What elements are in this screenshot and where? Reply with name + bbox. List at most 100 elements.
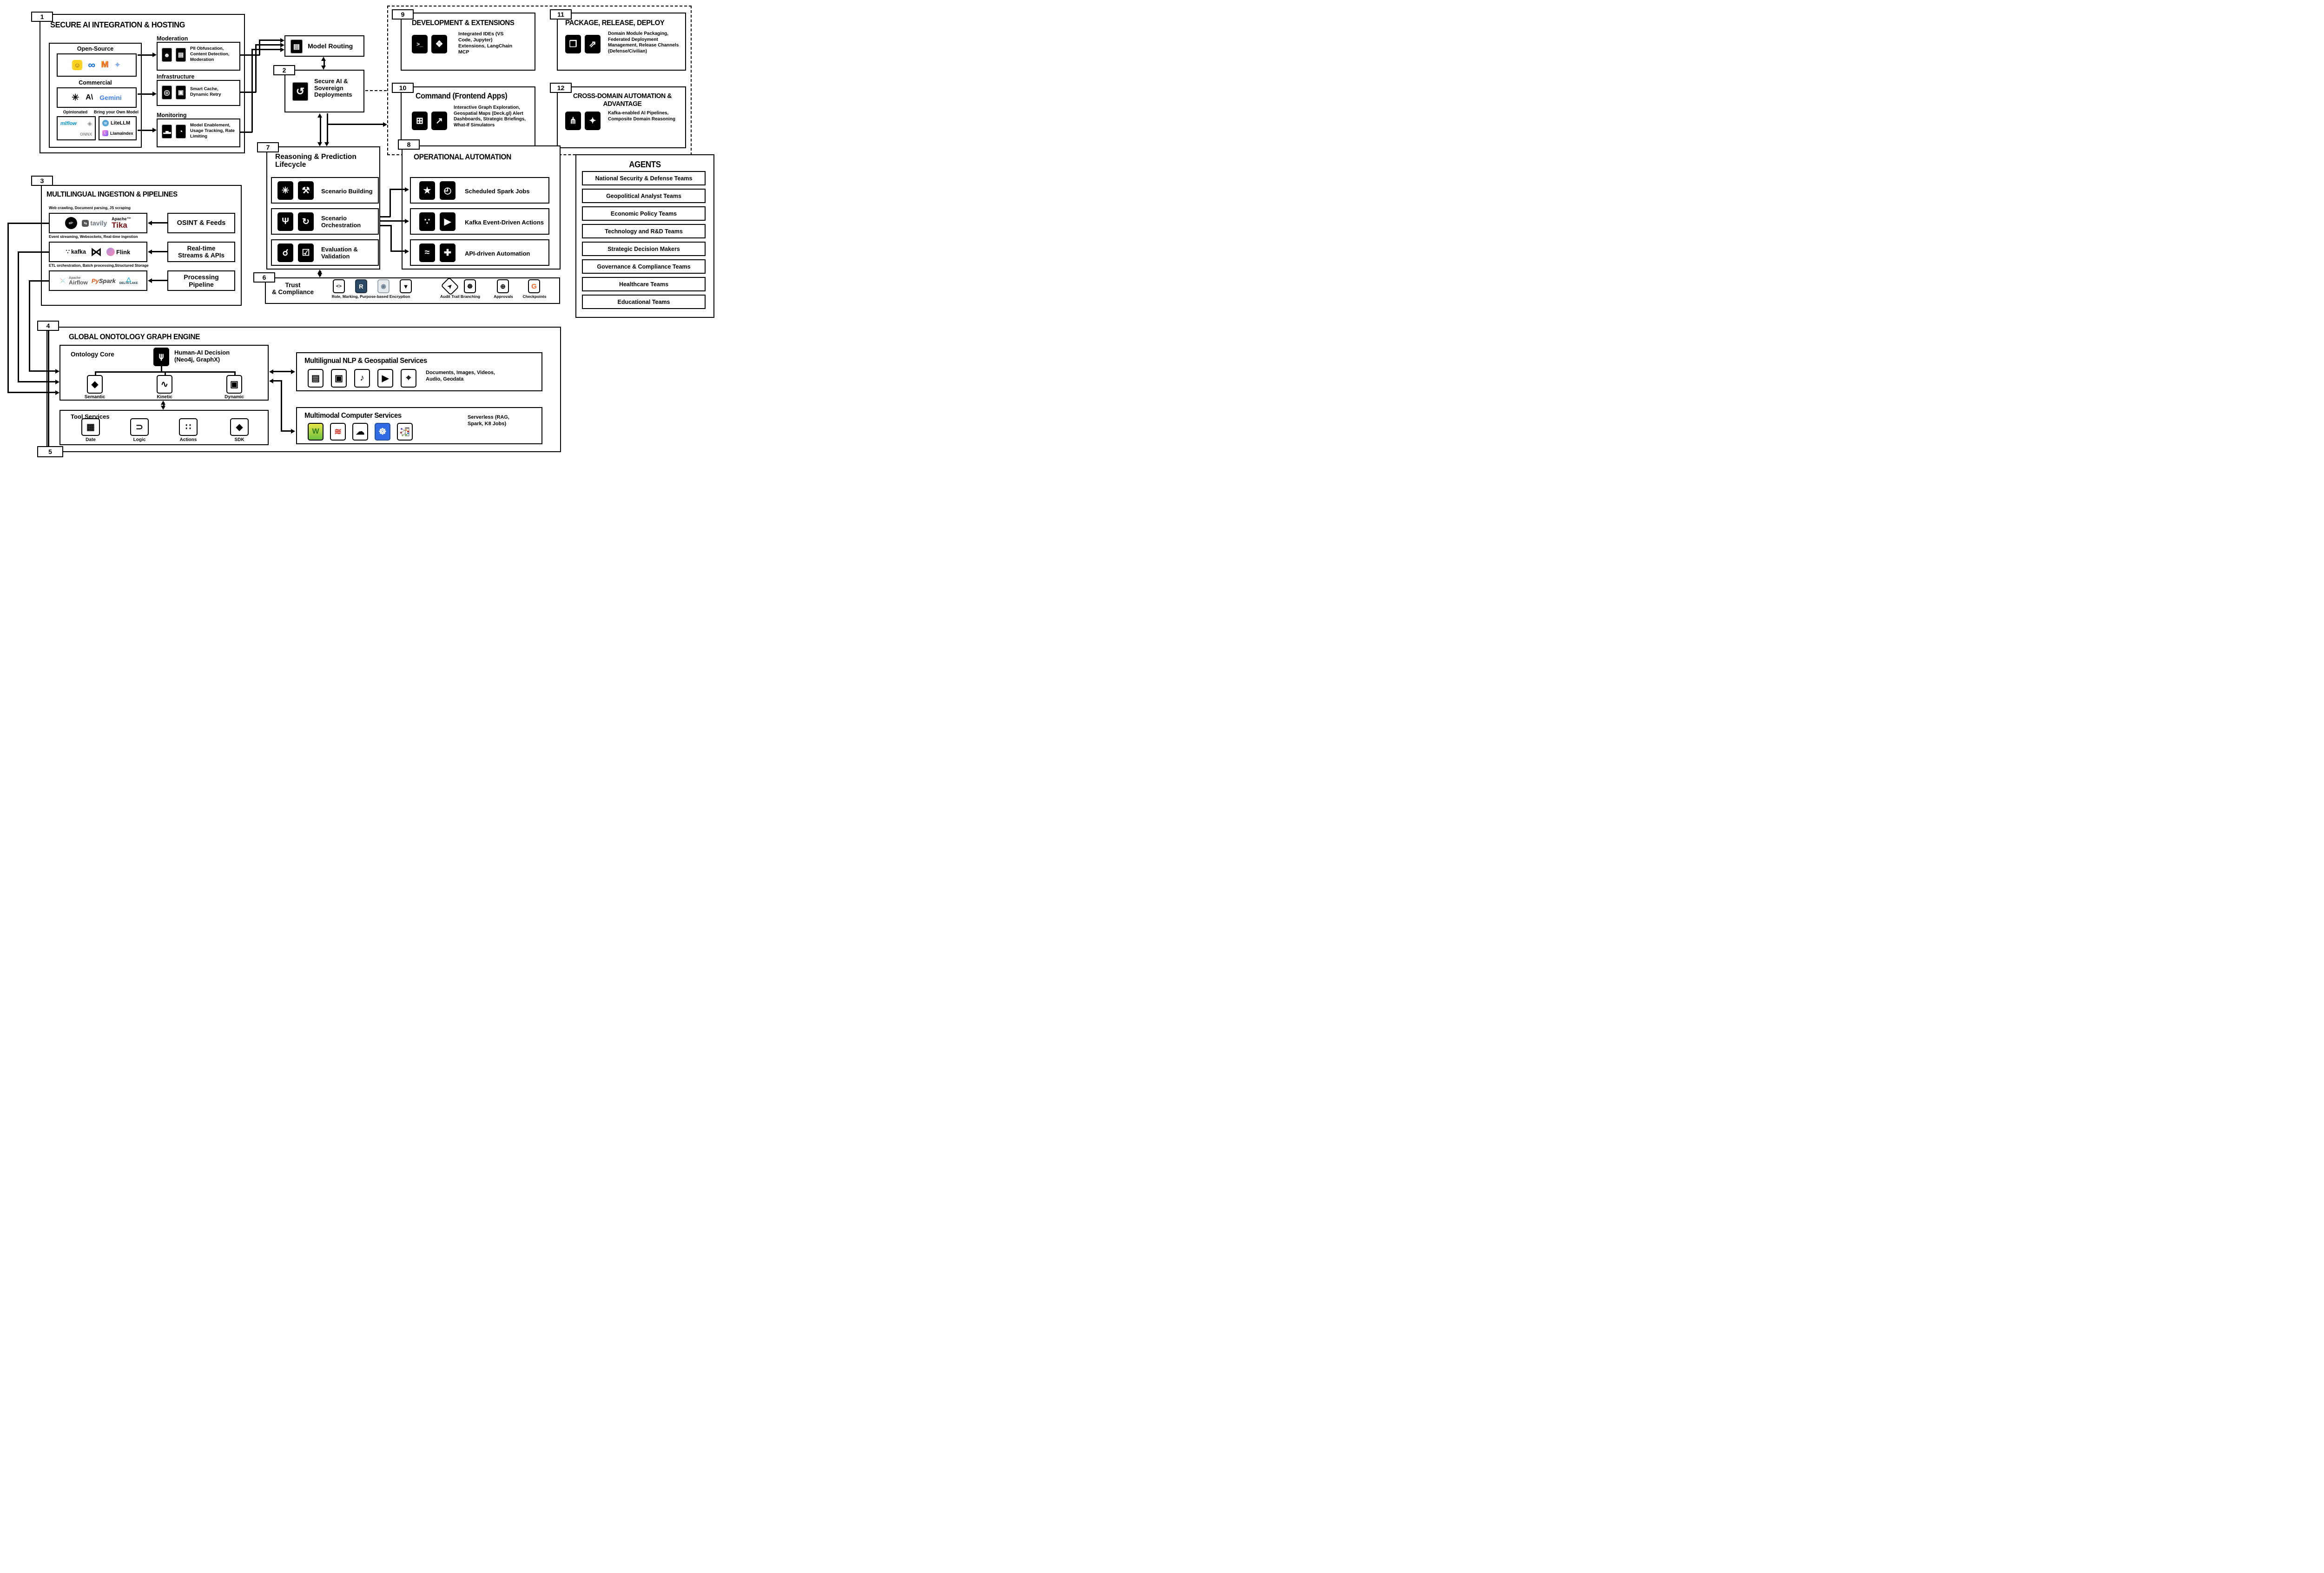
- box8-title: OPERATIONAL AUTOMATION: [414, 153, 511, 162]
- spark-jobs-label: Scheduled Spark Jobs: [465, 188, 530, 195]
- connector: [7, 223, 9, 393]
- head-spark-icon: ✦: [585, 112, 601, 130]
- connector: [380, 220, 405, 222]
- infrastructure-desc: Smart Cache, Dynamic Retry: [190, 86, 221, 97]
- onnx-icon: ◈: [87, 120, 92, 127]
- arrow: [280, 47, 284, 52]
- arrow: [321, 57, 326, 61]
- badge-7: 7: [257, 142, 279, 152]
- arrow: [269, 379, 273, 383]
- flink-icon: [106, 248, 115, 256]
- badge-11: 11: [550, 9, 572, 20]
- trowel-icon: ✏: [64, 216, 79, 230]
- arrow: [152, 53, 157, 57]
- tavily-icon: ↹: [82, 219, 89, 227]
- arrow: [55, 369, 59, 374]
- litellm-logo: LiteLLM: [111, 120, 131, 126]
- osint-feeds-box: OSINT & Feeds: [167, 213, 235, 233]
- connector: [324, 59, 325, 67]
- connector: [380, 216, 390, 217]
- workflow-icon: ▶: [440, 212, 456, 231]
- semantic-icon: ◆: [87, 375, 103, 394]
- arrow: [405, 187, 409, 192]
- arrow: [383, 122, 387, 127]
- crawling-logos-box: ✏ ↹ tavily Apache™ Tika: [49, 213, 147, 233]
- box-operational-automation: OPERATIONAL AUTOMATION ★ ◴ Scheduled Spa…: [402, 145, 561, 270]
- human-ai-label: Human-AI Decision(Neo4j, GraphX): [174, 349, 230, 363]
- moderation-desc: PII Obfuscation, Content Detection, Mode…: [190, 46, 230, 62]
- encryption-code-icon: <>: [333, 279, 345, 293]
- tavily-logo: tavily: [90, 219, 107, 227]
- streaming-caption: Event streaming, Websockets, Real-time i…: [49, 235, 138, 239]
- badge-1: 1: [31, 12, 53, 22]
- connector: [390, 189, 391, 217]
- ontology-core-label: Ontology Core: [71, 351, 114, 358]
- sdk-label: SDK: [234, 437, 244, 442]
- box-package-release-deploy: PACKAGE, RELEASE, DEPLOY ❒ ⇗ Domain Modu…: [557, 13, 686, 71]
- box11-desc: Domain Module Packaging, Federated Deplo…: [608, 31, 679, 54]
- airflow-logo: Airflow: [69, 279, 88, 286]
- arrow: [317, 113, 322, 118]
- connector: [380, 225, 391, 226]
- arrow: [148, 221, 152, 225]
- connector: [95, 371, 96, 375]
- box-development-extensions: DEVELOPMENT & EXTENSIONS >_ ❖ Integrated…: [401, 13, 535, 71]
- app-grid-icon: ⊞: [412, 112, 428, 130]
- tool-services-label: Tool Services: [71, 413, 110, 420]
- box10-desc: Interactive Graph Exploration, Geospatia…: [454, 105, 526, 128]
- connector: [29, 280, 30, 371]
- connector: [281, 380, 282, 431]
- encryption-caption: Role, Marking, Purpose-based Encryption: [331, 294, 410, 299]
- arrow: [405, 219, 409, 224]
- commercial-label: Commercial: [79, 79, 112, 86]
- airflow-icon: [59, 277, 66, 284]
- anthropic-icon: A\: [86, 93, 93, 101]
- connector: [255, 44, 257, 92]
- connector: [152, 280, 167, 281]
- helm-wheel-icon: ☸: [464, 279, 476, 293]
- vault-icon: ▼: [400, 279, 412, 293]
- file-video-icon: ▶: [377, 369, 393, 388]
- streaming-logos-box: ∵ kafka ⋈ Flink: [49, 242, 147, 262]
- arrow: [152, 128, 157, 132]
- mlflow-logo: mlflow: [60, 121, 77, 126]
- deploy-icon: ⇗: [585, 35, 601, 53]
- evaluation-validation-label: Evaluation & Validation: [321, 246, 358, 260]
- arrow: [291, 369, 295, 374]
- dashed-connector: [365, 90, 387, 91]
- connector: [251, 49, 253, 132]
- connector: [327, 124, 383, 125]
- file-audio-icon: ♪: [354, 369, 370, 388]
- connector: [240, 92, 256, 93]
- date-label: Date: [86, 437, 96, 442]
- semantic-label: Semantic: [84, 395, 106, 400]
- agent-educational: Educational Teams: [582, 295, 706, 309]
- agent-geopolitical: Geopolitical Analyst Teams: [582, 189, 706, 203]
- file-doc-icon: ▤: [308, 369, 324, 388]
- box3-title: MULTILINGUAL INGESTION & PIPELINES: [46, 190, 178, 199]
- approvals-icon: ⊕: [497, 279, 509, 293]
- arrow: [148, 250, 152, 254]
- connector: [18, 381, 55, 382]
- connector: [152, 222, 167, 224]
- moderation-box: ☻ ▤ PII Obfuscation, Content Detection, …: [157, 42, 240, 71]
- clock-icon: ◴: [440, 181, 456, 200]
- connector: [138, 54, 152, 56]
- shield-search-icon: ☌: [277, 244, 293, 262]
- role-shield-icon: R: [355, 279, 367, 293]
- multimodal-title: Multimodal Computer Services: [304, 411, 402, 420]
- etl-logos-box: Apache Airflow PySpark △ DELTA LAKE: [49, 270, 147, 291]
- connector: [320, 116, 321, 143]
- model-routing-icon: ▤: [290, 39, 303, 54]
- evaluation-validation-row: ☌ ☑ Evaluation & Validation: [271, 239, 379, 266]
- api-node-icon: ✚: [440, 244, 456, 262]
- connector: [327, 113, 328, 143]
- kubernetes-icon: ☸: [375, 423, 390, 441]
- package-icon: ❒: [565, 35, 581, 53]
- checkpoints-caption: Checkpoints: [522, 294, 547, 299]
- box-cross-domain: CROSS-DOMAIN AUTOMATION & ADVANTAGE ⋔ ✦ …: [557, 86, 686, 148]
- connector: [29, 280, 49, 282]
- monitoring-box: ▂▅▃ ◔ Model Enablement, Usage Tracking, …: [157, 118, 240, 147]
- connector: [48, 331, 49, 446]
- cubes-icon: ▣: [175, 85, 186, 100]
